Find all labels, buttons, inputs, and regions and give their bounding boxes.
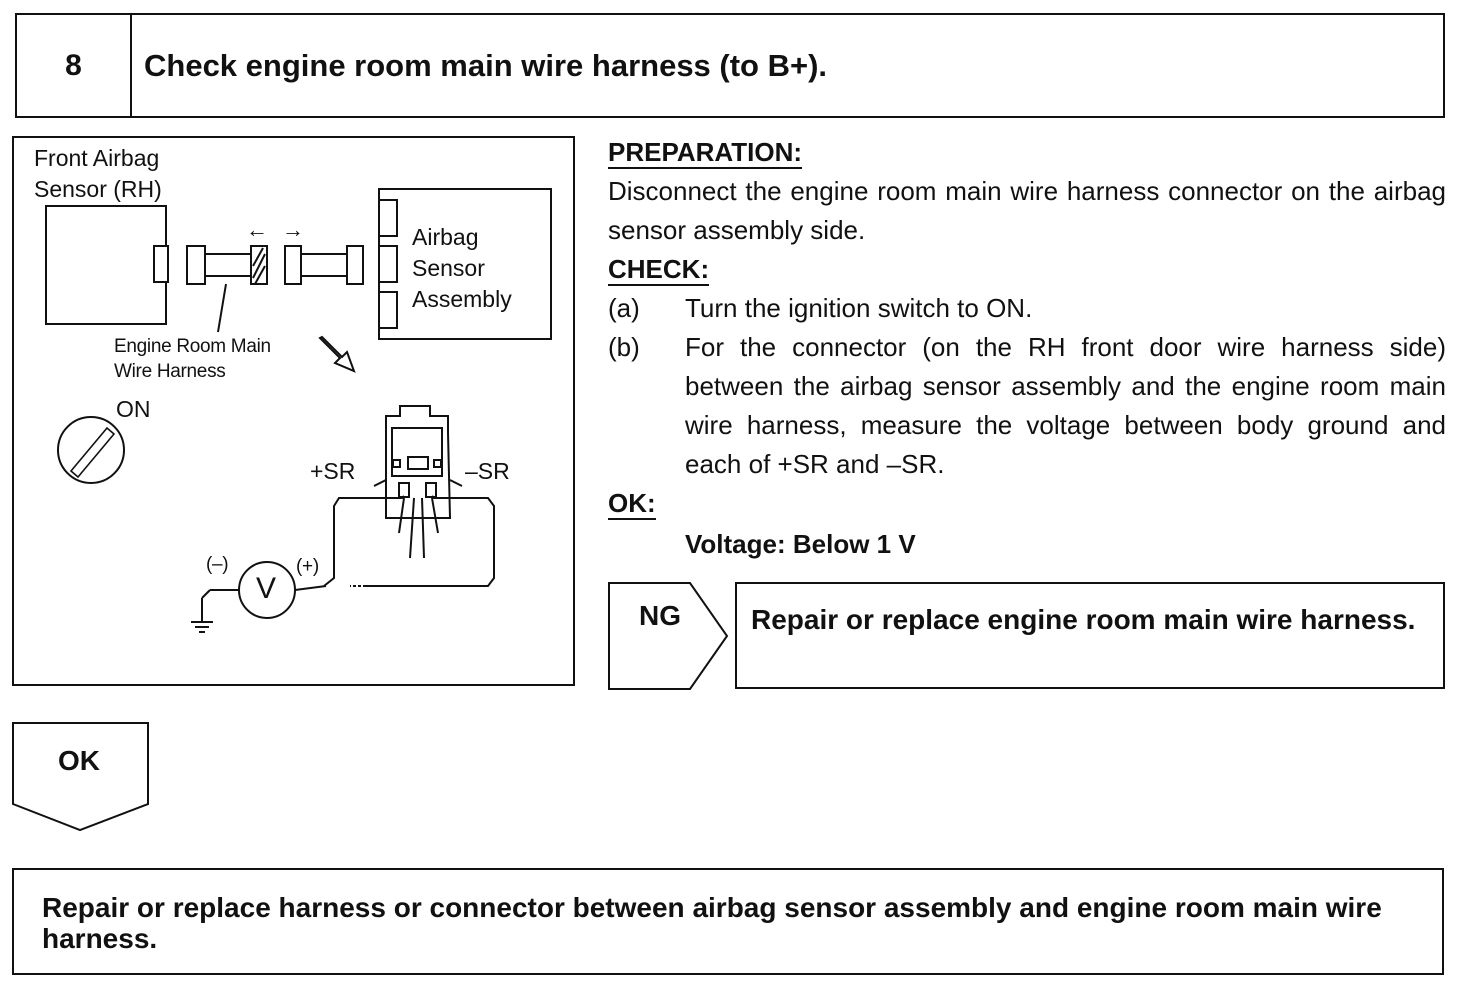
arrow-right-label: → bbox=[282, 217, 304, 242]
diagram-drawing bbox=[45, 188, 552, 633]
plus-sr-label: +SR bbox=[310, 458, 356, 484]
check-step-a: (a) Turn the ignition switch to ON. bbox=[608, 289, 1446, 328]
harness-connector-left bbox=[186, 245, 206, 285]
front-sensor-box bbox=[45, 205, 167, 325]
arrow-left-label: ← bbox=[246, 217, 268, 242]
ok-label: OK bbox=[58, 745, 100, 776]
meter-negative-label: (–) bbox=[206, 554, 229, 575]
sensor-side-connector bbox=[284, 245, 302, 285]
assembly-label-line3: Assembly bbox=[412, 286, 512, 312]
ok-flow-tag bbox=[12, 722, 149, 832]
ok-value: Voltage: Below 1 V bbox=[685, 529, 916, 559]
harness-label-line1: Engine Room Main bbox=[114, 336, 271, 357]
ng-flow-tag bbox=[608, 582, 729, 690]
step-title: Check engine room main wire harness (to … bbox=[144, 47, 828, 83]
voltmeter-symbol: V bbox=[256, 572, 277, 605]
ng-action-box: Repair or replace engine room main wire … bbox=[735, 582, 1445, 689]
step-number: 8 bbox=[17, 15, 132, 116]
harness-label-line2: Wire Harness bbox=[114, 361, 226, 382]
ok-action-box: Repair or replace harness or connector b… bbox=[12, 868, 1444, 975]
step-text: Turn the ignition switch to ON. bbox=[685, 293, 1033, 323]
ignition-on-label: ON bbox=[116, 396, 151, 422]
front-sensor-label-line1: Front Airbag bbox=[34, 145, 160, 171]
step-letter: (b) bbox=[608, 332, 640, 362]
instructions: PREPARATION: Disconnect the engine room … bbox=[608, 133, 1446, 564]
harness-connector-disconnected bbox=[250, 245, 268, 285]
preparation-heading: PREPARATION: bbox=[608, 137, 803, 169]
check-heading: CHECK: bbox=[608, 254, 710, 286]
wiring-diagram: Front Airbag Sensor (RH) ← → Airbag Sens… bbox=[12, 136, 575, 686]
connector-body bbox=[385, 405, 452, 519]
assembly-label-line1: Airbag bbox=[412, 224, 479, 250]
check-step-b: (b) For the connector (on the RH front d… bbox=[608, 328, 1446, 484]
assembly-label-line2: Sensor bbox=[412, 255, 485, 281]
step-letter: (a) bbox=[608, 293, 640, 323]
front-sensor-label-line2: Sensor (RH) bbox=[34, 176, 162, 202]
step-header: 8 Check engine room main wire harness (t… bbox=[15, 13, 1445, 118]
front-sensor-connector bbox=[153, 245, 169, 283]
ng-label: NG bbox=[639, 600, 681, 631]
ignition-switch bbox=[57, 416, 125, 484]
minus-sr-label: –SR bbox=[465, 458, 510, 484]
assembly-connector bbox=[346, 245, 364, 285]
meter-positive-label: (+) bbox=[296, 556, 319, 577]
step-text: For the connector (on the RH front door … bbox=[685, 332, 1446, 479]
ok-heading: OK: bbox=[608, 488, 656, 520]
preparation-text: Disconnect the engine room main wire har… bbox=[608, 176, 1446, 245]
